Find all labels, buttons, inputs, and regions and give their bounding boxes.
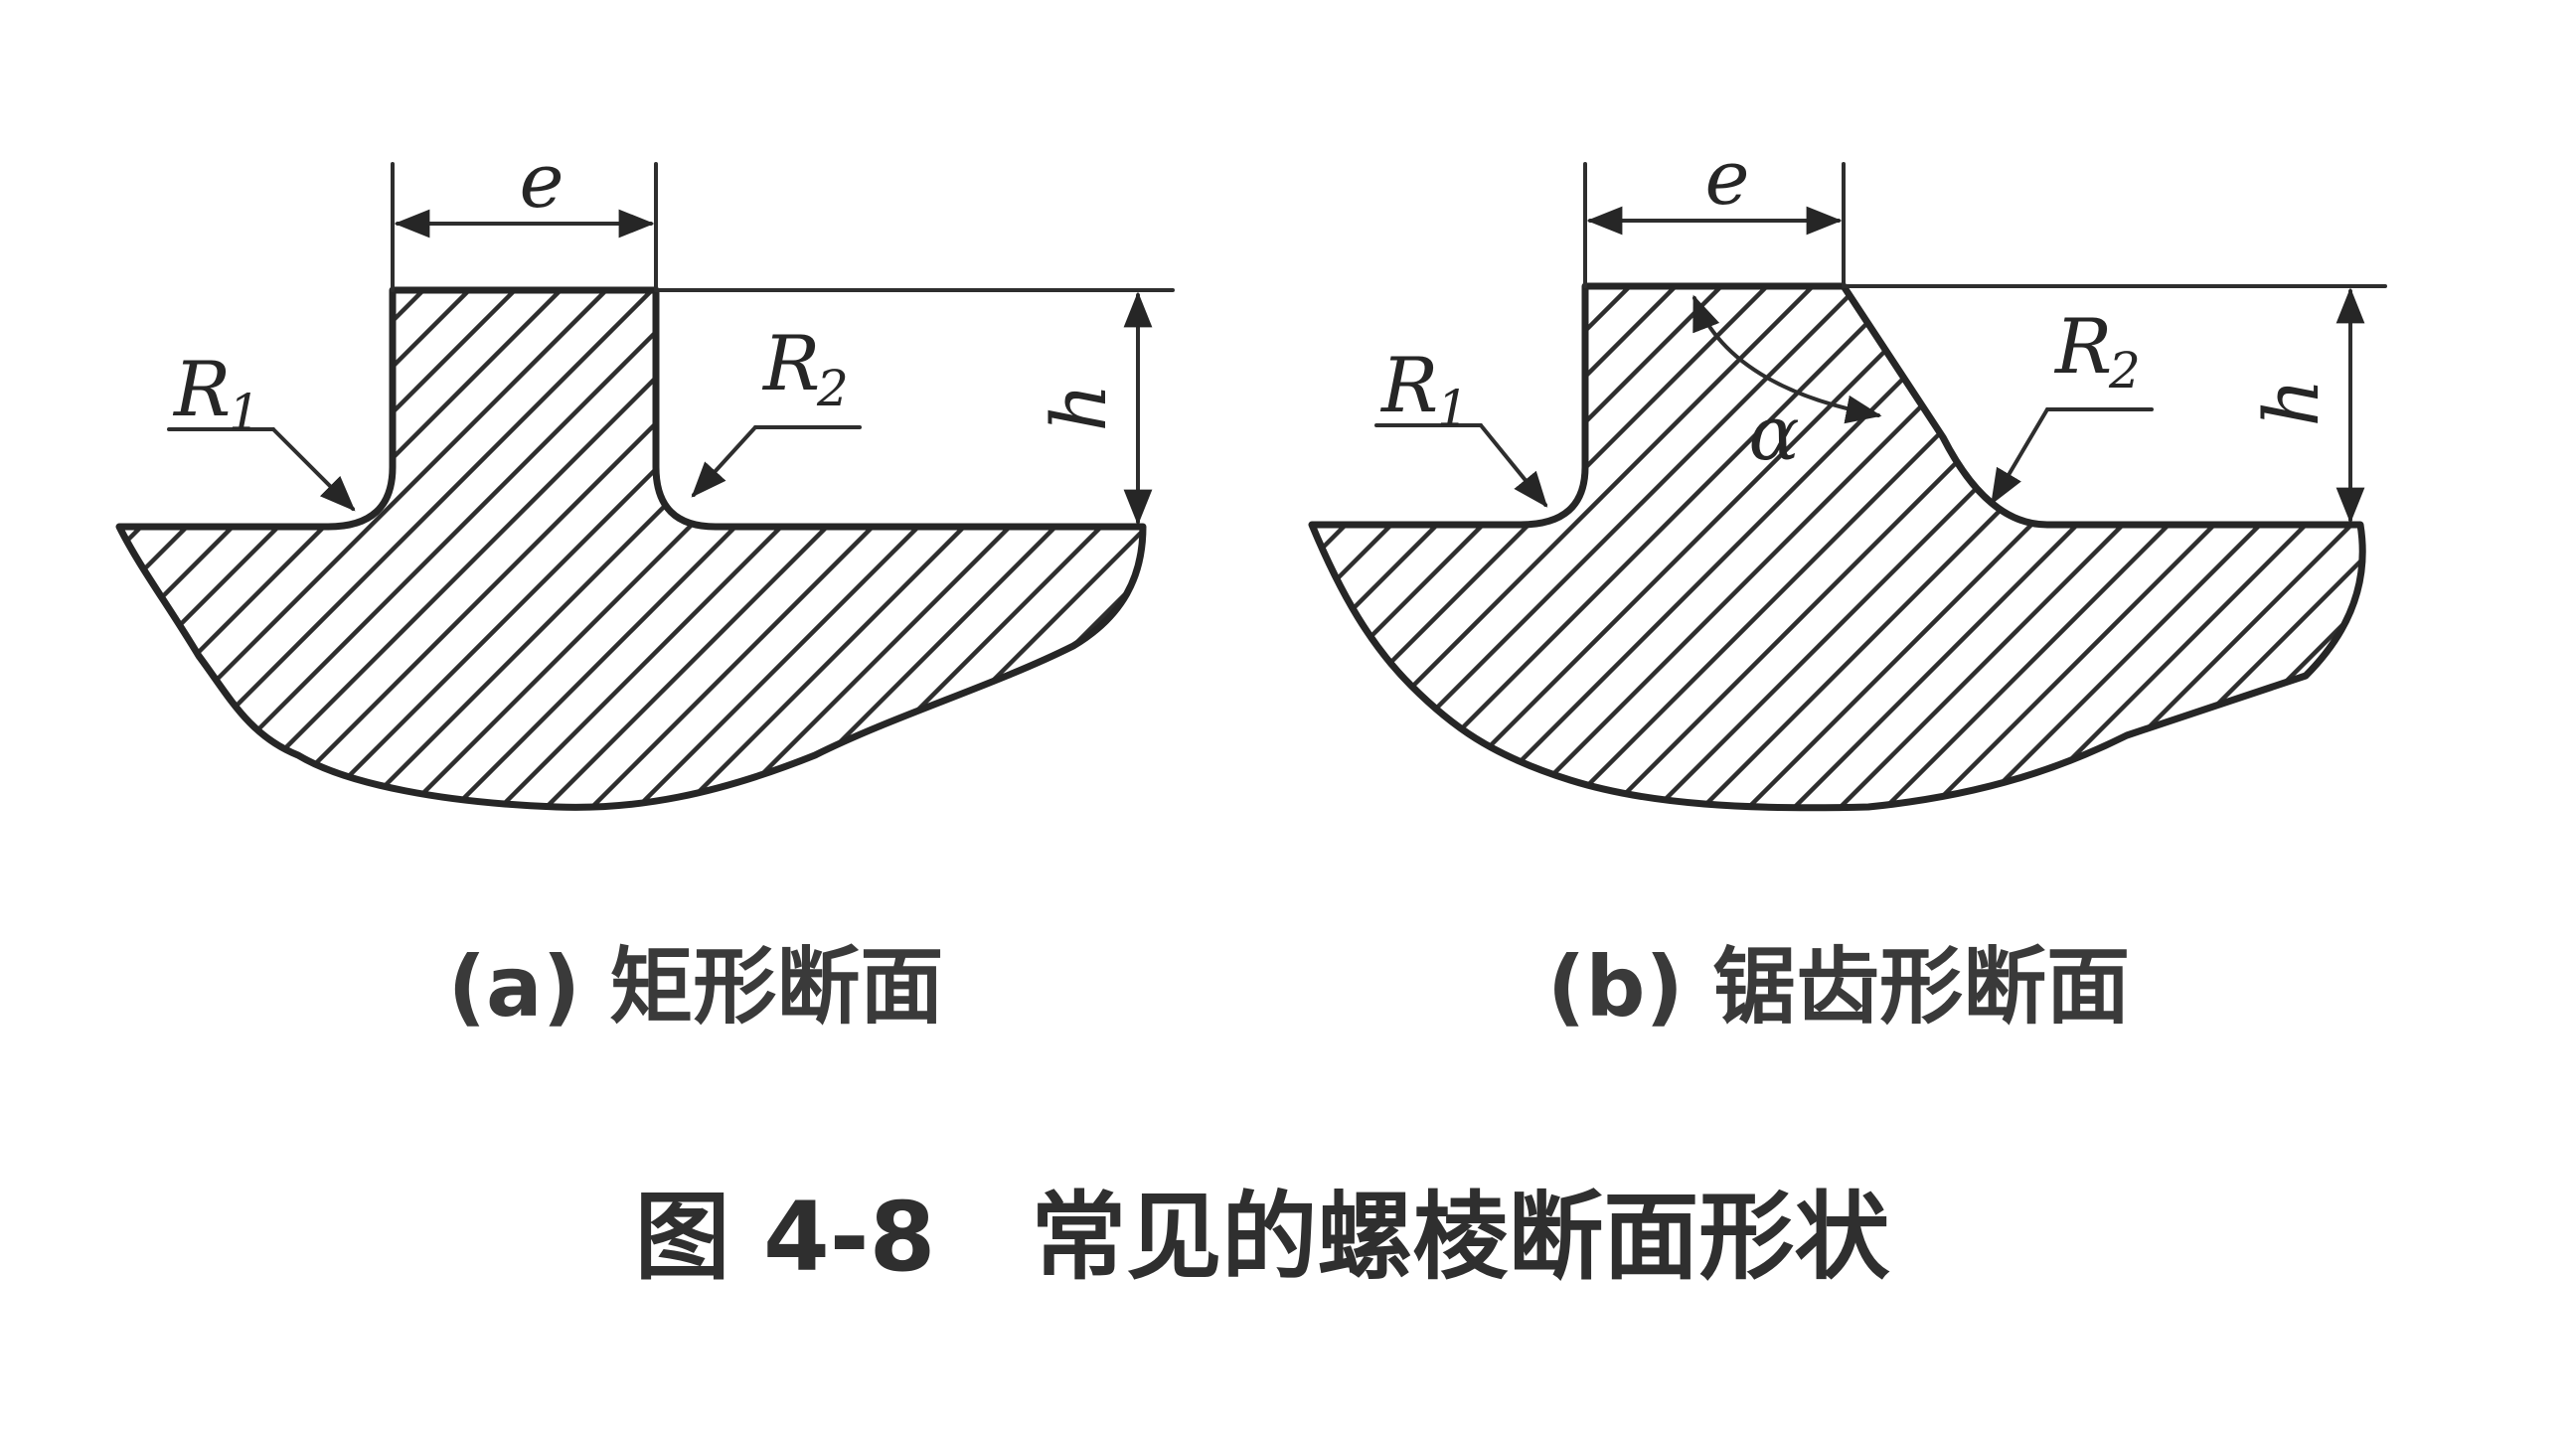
hatch-line	[119, 290, 493, 808]
hatch-line	[618, 290, 1143, 808]
panel-a-label-e: e	[520, 136, 564, 225]
panel-b-label-alpha: α	[1748, 389, 1799, 477]
figure-caption: 图 4-8 常见的螺棱断面形状	[635, 1182, 1891, 1293]
hatch-line	[1729, 286, 2290, 808]
hatch-line	[1455, 286, 2015, 808]
hatch-line	[119, 290, 584, 808]
hatch-line	[0, 268, 80, 825]
panel-a-r1-leader	[271, 427, 356, 512]
hatch-line	[2095, 286, 2363, 808]
panel-b-r1-leader	[1479, 423, 1548, 508]
hatch-line	[1958, 286, 2363, 808]
panel-a-label-r1: R	[172, 345, 231, 433]
panel-b-label-e: e	[1705, 133, 1750, 222]
panel-b-caption: (b) 锯齿形断面	[1547, 938, 2130, 1035]
panel-a-label-h: h	[1035, 384, 1123, 432]
hatch-line	[481, 290, 1042, 808]
hatch-line	[801, 290, 1143, 808]
hatch-line	[390, 290, 950, 808]
hatch-line	[119, 290, 127, 808]
panel-b-label-h: h	[2247, 379, 2335, 427]
hatch-line	[1312, 286, 1833, 808]
panel-b-profile-outline	[1308, 282, 2366, 812]
hatch-line	[1866, 286, 2363, 808]
panel-a-label-r2: R	[761, 319, 820, 407]
hatch-line	[1912, 286, 2363, 808]
hatch-line	[119, 290, 173, 808]
panel-a-hatching	[0, 268, 1143, 825]
panel-b-label-r1: R	[1379, 341, 1438, 429]
hatch-line	[119, 290, 310, 808]
hatch-line	[1546, 286, 2107, 808]
hatch-line	[2004, 286, 2363, 808]
panel-b-label-r2-subscript: 2	[2108, 342, 2141, 399]
hatch-line	[710, 290, 1143, 808]
hatch-line	[1312, 286, 1741, 808]
hatch-line	[252, 290, 813, 808]
hatch-line	[1312, 286, 1787, 808]
hatch-line	[2371, 268, 2576, 825]
hatch-line	[119, 290, 539, 808]
hatch-line	[2278, 286, 2363, 808]
panel-b-alpha-arc	[1692, 294, 1882, 424]
panel-a-label-r1-subscript: 1	[229, 384, 260, 441]
hatch-line	[161, 290, 722, 808]
hatch-line	[119, 290, 630, 808]
panel-a-r2-leader	[691, 425, 757, 498]
panel-a-profile-outline	[115, 286, 1147, 811]
hatch-line	[1312, 286, 1650, 808]
panel-a-label-r2-subscript: 2	[816, 360, 849, 417]
panel-b-sawtooth-section: e h α R 1 R 2 (b) 锯齿形断面	[1308, 133, 2576, 1035]
hatch-line	[1312, 286, 1695, 808]
hatch-line	[2186, 286, 2363, 808]
hatch-line	[435, 290, 996, 808]
hatch-line	[755, 290, 1143, 808]
panel-b-hatching	[1312, 268, 2576, 825]
hatch-line	[1684, 286, 2244, 808]
hatch-line	[1364, 286, 1924, 808]
panel-b-label-r1-subscript: 1	[1437, 380, 1469, 437]
hatch-line	[207, 290, 767, 808]
panel-b-label-r2: R	[2053, 302, 2112, 391]
panel-b-r2-leader	[1991, 407, 2049, 506]
panel-a-caption: (a) 矩形断面	[448, 938, 944, 1035]
